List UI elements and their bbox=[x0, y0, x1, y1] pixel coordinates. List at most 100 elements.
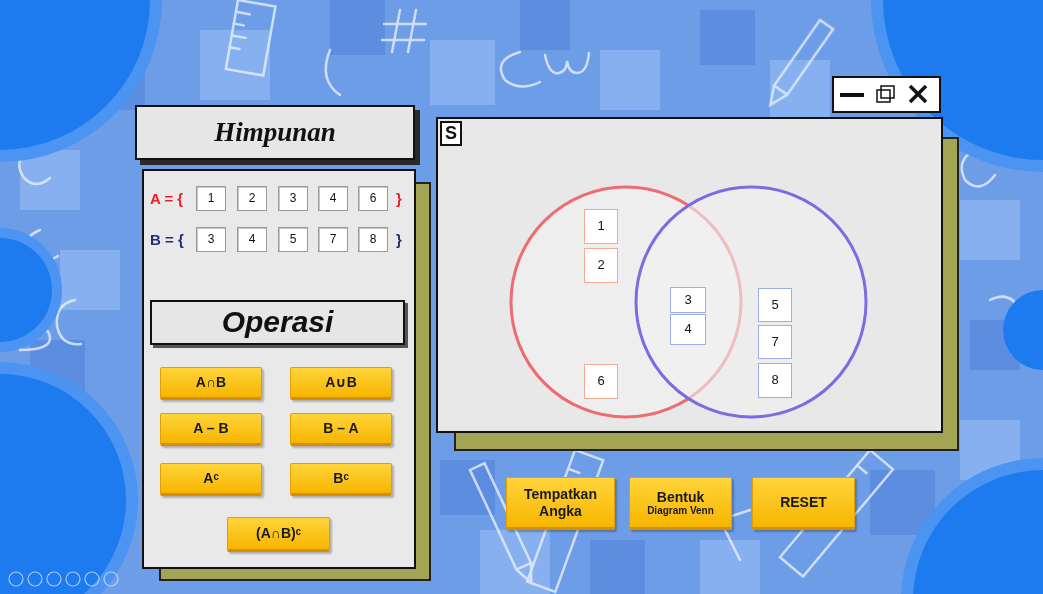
universal-set-label: S bbox=[440, 121, 462, 146]
button-label: Bᶜ bbox=[333, 470, 348, 486]
corner-blobs bbox=[0, 0, 150, 150]
venn-number: 2 bbox=[597, 258, 604, 273]
set-element-box: 5 bbox=[278, 227, 308, 252]
button-label: Bentuk bbox=[657, 489, 704, 505]
corner-blobs bbox=[913, 470, 1043, 594]
left-panel bbox=[143, 170, 430, 580]
slide-toolbar bbox=[28, 572, 42, 586]
button-label: RESET bbox=[780, 494, 827, 510]
background-tiles bbox=[700, 10, 755, 65]
venn-number-box: 1 bbox=[584, 209, 618, 244]
school-doodles bbox=[226, 0, 276, 76]
set-panel: 1234634578OperasiA∩BA∪BA – BB – AAᶜBᶜ(A∩… bbox=[143, 170, 415, 568]
window-controls bbox=[910, 86, 926, 102]
venn-number-box: 4 bbox=[670, 314, 706, 345]
set-element: 5 bbox=[290, 233, 297, 247]
school-doodles bbox=[774, 20, 833, 95]
background-tiles bbox=[20, 0, 1020, 594]
title-box: Himpunan bbox=[135, 105, 415, 160]
school-doodles bbox=[384, 23, 426, 26]
set-element-box: 3 bbox=[196, 227, 226, 252]
set-notation: } bbox=[396, 186, 402, 211]
corner-blobs bbox=[0, 374, 126, 594]
background-tiles bbox=[430, 40, 495, 105]
slide-toolbar bbox=[104, 572, 118, 586]
set-element: 8 bbox=[370, 233, 377, 247]
venn-number: 8 bbox=[771, 373, 778, 388]
window-controls bbox=[910, 86, 926, 102]
corner-blobs bbox=[0, 228, 62, 352]
venn-circles bbox=[511, 187, 866, 417]
school-doodles bbox=[392, 10, 400, 52]
set-element: 7 bbox=[330, 233, 337, 247]
set-element: 3 bbox=[208, 233, 215, 247]
venn-number-box: 7 bbox=[758, 325, 792, 359]
operation-button: A∪B bbox=[290, 367, 392, 400]
venn-number-box: 2 bbox=[584, 248, 618, 283]
venn-number: 4 bbox=[684, 322, 691, 337]
venn-number: 1 bbox=[597, 219, 604, 234]
window-controls bbox=[840, 93, 864, 97]
background-tiles bbox=[960, 200, 1020, 260]
corner-blobs bbox=[901, 458, 1043, 594]
set-element: 6 bbox=[370, 192, 377, 206]
school-doodles bbox=[230, 47, 240, 49]
background-tiles bbox=[330, 0, 385, 55]
background-tiles bbox=[200, 30, 270, 100]
school-doodles bbox=[232, 35, 246, 37]
set-element-box: 1 bbox=[196, 186, 226, 211]
slide-toolbar bbox=[9, 572, 23, 586]
window-controls bbox=[881, 86, 894, 98]
background-tiles bbox=[700, 540, 760, 594]
set-element: 4 bbox=[249, 233, 256, 247]
left-panel bbox=[143, 170, 415, 568]
set-notation: } bbox=[396, 227, 402, 252]
window-controls bbox=[833, 77, 940, 112]
set-element: 4 bbox=[330, 192, 337, 206]
venn-window bbox=[437, 118, 942, 432]
slide-toolbar bbox=[9, 572, 118, 586]
set-notation: A = { bbox=[150, 186, 183, 211]
operation-button: (A∩B)ᶜ bbox=[227, 517, 330, 552]
set-element: 1 bbox=[208, 192, 215, 206]
set-element-box: 7 bbox=[318, 227, 348, 252]
slide-toolbar bbox=[47, 572, 61, 586]
set-element-box: 8 bbox=[358, 227, 388, 252]
school-doodles bbox=[764, 20, 833, 109]
venn-number-box: 8 bbox=[758, 363, 792, 398]
venn-number: 7 bbox=[771, 335, 778, 350]
venn-window: 12354768S bbox=[437, 118, 942, 432]
window-controls bbox=[877, 90, 890, 102]
school-doodles bbox=[545, 53, 589, 73]
venn-circles bbox=[636, 187, 866, 417]
school-doodles bbox=[326, 50, 340, 95]
button-label: A – B bbox=[193, 420, 228, 436]
set-element-box: 6 bbox=[358, 186, 388, 211]
venn-window bbox=[437, 118, 958, 450]
set-element-box: 4 bbox=[318, 186, 348, 211]
background-tiles bbox=[590, 540, 645, 594]
slide-toolbar bbox=[66, 572, 80, 586]
window-controls bbox=[833, 77, 940, 112]
button-label: (A∩B)ᶜ bbox=[256, 525, 301, 541]
operation-button: Aᶜ bbox=[160, 463, 262, 496]
set-element: 3 bbox=[290, 192, 297, 206]
venn-number-box: 6 bbox=[584, 364, 618, 399]
school-doodles bbox=[236, 12, 250, 14]
action-button: Tempatkan Angka bbox=[506, 477, 615, 530]
venn-number-box: 3 bbox=[670, 287, 706, 313]
button-label: A∪B bbox=[325, 374, 357, 390]
title-text: Himpunan bbox=[214, 117, 336, 148]
set-element-box: 3 bbox=[278, 186, 308, 211]
school-doodles bbox=[857, 465, 866, 473]
school-doodles bbox=[234, 24, 244, 26]
school-doodles bbox=[408, 10, 416, 52]
school-doodles bbox=[501, 52, 540, 87]
venn-number: 6 bbox=[597, 374, 604, 389]
operation-button: A – B bbox=[160, 413, 262, 446]
venn-number: 3 bbox=[684, 293, 691, 308]
button-label: A∩B bbox=[196, 374, 226, 390]
school-doodles bbox=[19, 0, 1021, 592]
button-label: Aᶜ bbox=[203, 470, 218, 486]
